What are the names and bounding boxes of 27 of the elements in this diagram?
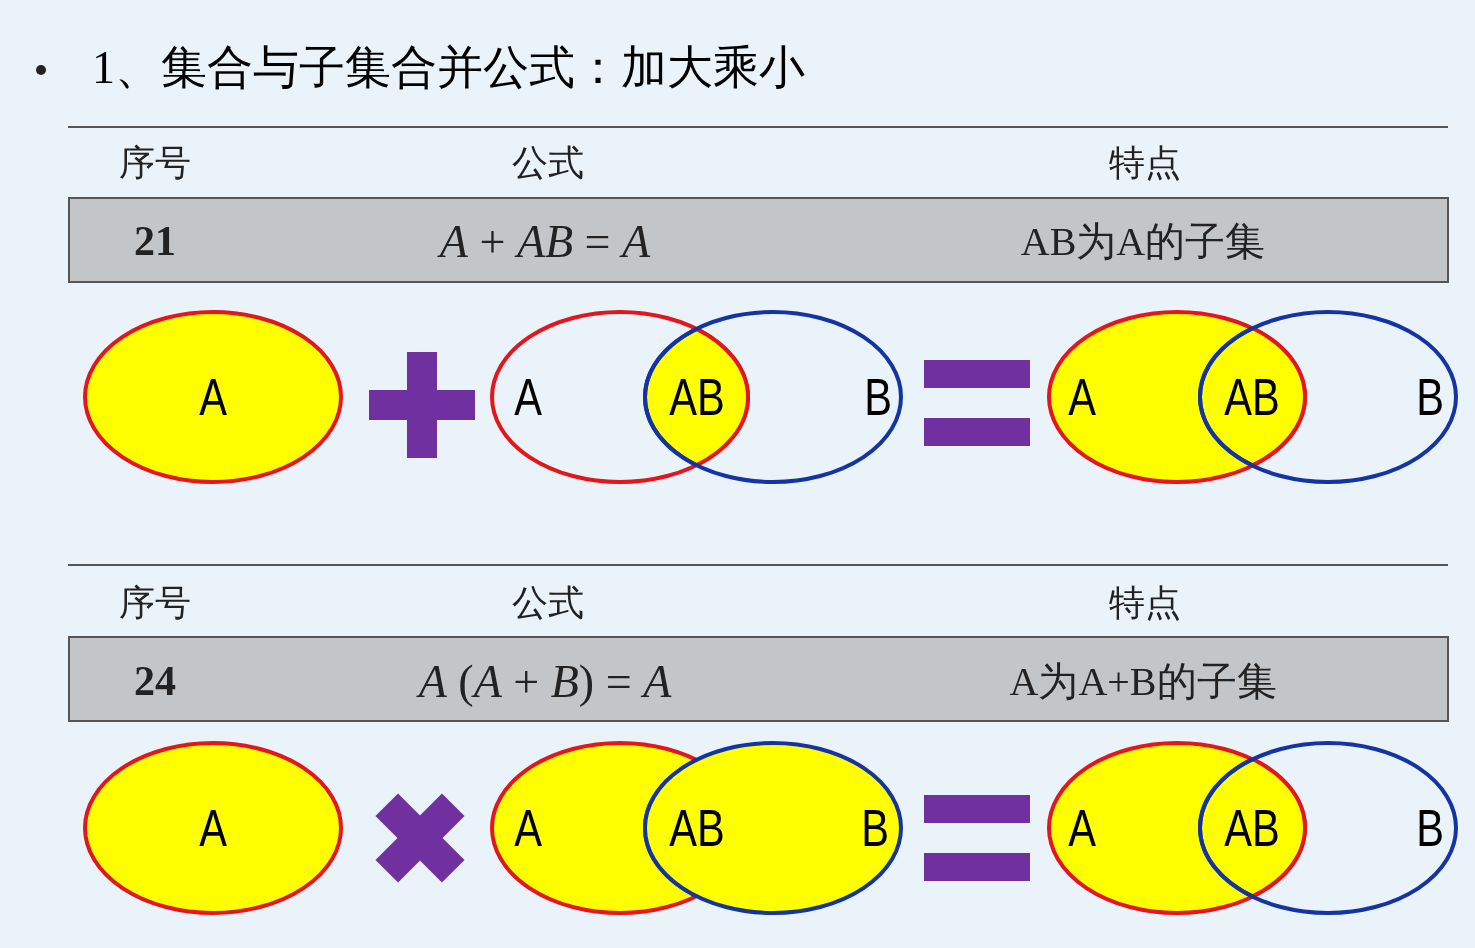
set-label: B xyxy=(1416,367,1444,427)
set-label: AB xyxy=(1224,367,1280,427)
set-label: B xyxy=(864,367,892,427)
set-label: A xyxy=(1068,798,1096,858)
number-cell: 24 xyxy=(134,657,176,705)
header-cell-text: 公式 xyxy=(512,141,584,185)
set-label: A xyxy=(1068,367,1096,427)
set-label: A xyxy=(514,798,542,858)
set-label: B xyxy=(1416,798,1444,858)
header-cell-text: 公式 xyxy=(512,581,584,625)
set-label: B xyxy=(861,798,889,858)
header-cell-text: 序号 xyxy=(119,141,191,185)
set-label: A xyxy=(199,367,227,427)
formula-cell: A + AB = A xyxy=(439,214,651,268)
number-cell: 21 xyxy=(134,217,176,265)
set-label: A xyxy=(514,367,542,427)
slide-title: 1、集合与子集合并公式：加大乘小 xyxy=(92,41,805,95)
header-cell-text: 序号 xyxy=(119,581,191,625)
description-cell-text: AB为A的子集 xyxy=(1020,217,1266,266)
header-cell-text: 特点 xyxy=(1109,141,1181,185)
formula-cell: A (A + B) = A xyxy=(418,654,672,708)
set-label: A xyxy=(199,798,227,858)
set-label: AB xyxy=(669,798,725,858)
set-label: AB xyxy=(1224,798,1280,858)
description-cell-text: A为A+B的子集 xyxy=(1009,657,1277,706)
set-label: AB xyxy=(669,367,725,427)
header-cell-text: 特点 xyxy=(1109,581,1181,625)
